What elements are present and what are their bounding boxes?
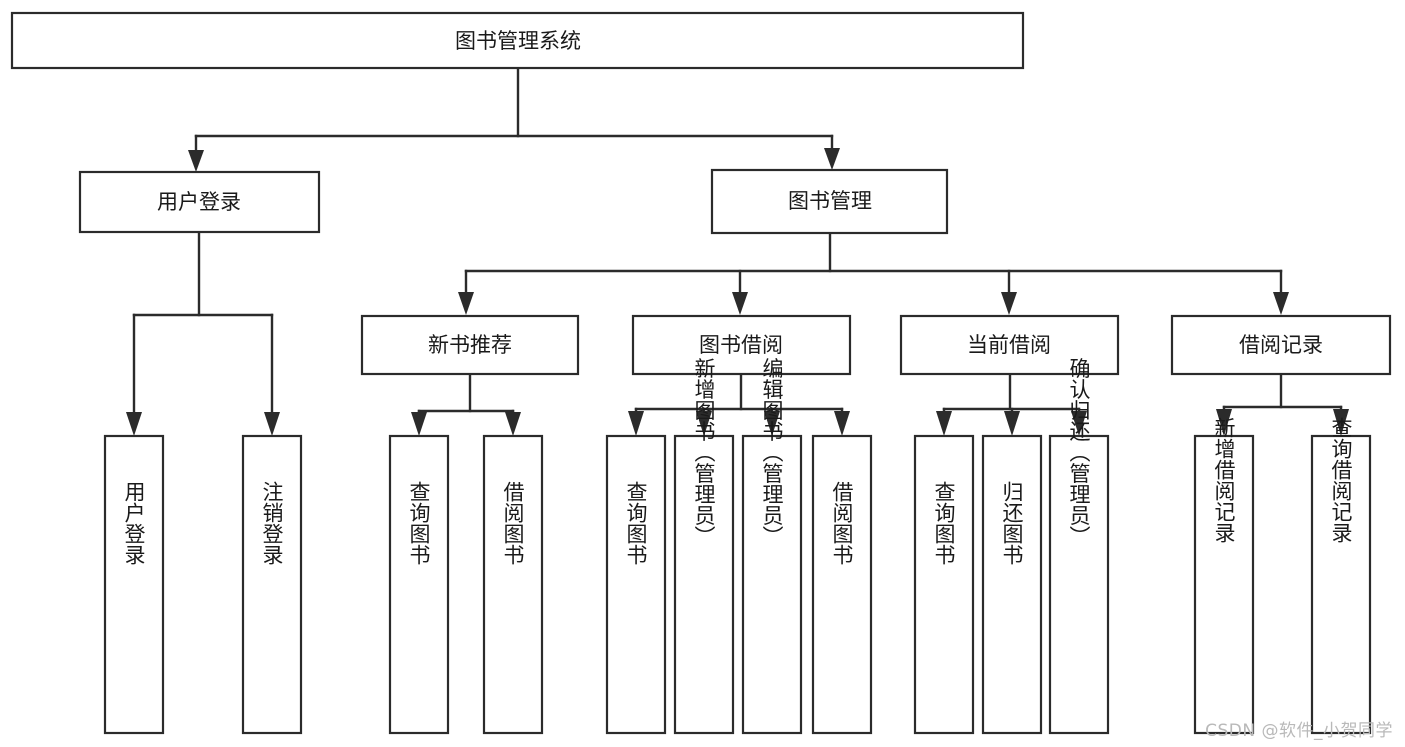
arrow-head-newbooks [458, 292, 474, 315]
node-current-borrow[interactable]: 当前借阅 [899, 314, 1120, 376]
leaf-node-confirm-return-admin-label: 确认归还（管理员） [1067, 358, 1091, 547]
node-new-book-recommend-label: 新书推荐 [428, 333, 512, 357]
leaf-node-query-book-bb-label: 查询图书 [624, 481, 648, 565]
leaf-node-user-login-box[interactable] [103, 434, 165, 735]
leaf-node-add-book-admin-box[interactable] [673, 434, 735, 735]
leaf-node-query-book-bb-box[interactable] [605, 434, 667, 735]
leaf-node-query-book-nb-label: 查询图书 [407, 481, 431, 565]
node-book-management-label: 图书管理 [788, 189, 872, 213]
arrow-head-borrowrecords [1273, 292, 1289, 315]
arrow-head-bb-leaf4 [834, 411, 850, 436]
node-new-book-recommend-box[interactable] [360, 314, 580, 376]
arrow-head-currentborrow [1001, 292, 1017, 315]
leaf-node-borrow-book-bb-label: 借阅图书 [830, 481, 854, 565]
leaf-node-query-borrow-record[interactable]: 查询借阅记录 [1310, 417, 1372, 735]
node-current-borrow-box[interactable] [899, 314, 1120, 376]
arrow-head-br-leaf1 [1216, 409, 1232, 436]
leaf-node-query-book-cb-box[interactable] [913, 434, 975, 735]
node-root-box[interactable] [10, 11, 1025, 70]
leaf-node-user-login-label: 用户登录 [122, 481, 146, 565]
arrow-head-cb-leaf1 [936, 411, 952, 436]
node-user-login-box[interactable] [78, 170, 321, 234]
leaf-node-return-book[interactable]: 归还图书 [981, 434, 1043, 735]
leaf-node-logout[interactable]: 注销登录 [241, 434, 303, 735]
leaf-node-confirm-return-admin[interactable]: 确认归还（管理员） [1048, 358, 1110, 735]
leaf-node-add-borrow-record-box[interactable] [1193, 434, 1255, 735]
leaf-node-logout-label: 注销登录 [260, 481, 284, 565]
leaf-node-logout-box[interactable] [241, 434, 303, 735]
leaf-node-borrow-book-nb-box[interactable] [482, 434, 544, 735]
arrow-head-br-leaf2 [1333, 409, 1349, 436]
leaf-node-confirm-return-admin-box[interactable] [1048, 434, 1110, 735]
arrow-head-logout-leaf [264, 412, 280, 436]
node-borrow-records-box[interactable] [1170, 314, 1392, 376]
leaf-node-borrow-book-bb[interactable]: 借阅图书 [811, 434, 873, 735]
leaf-node-add-borrow-record[interactable]: 新增借阅记录 [1193, 417, 1255, 735]
leaf-node-query-book-nb[interactable]: 查询图书 [388, 434, 450, 735]
leaf-node-query-book-cb[interactable]: 查询图书 [913, 434, 975, 735]
node-root[interactable]: 图书管理系统 [10, 11, 1025, 70]
arrow-head-nb-leaf2 [505, 412, 521, 436]
leaf-node-borrow-book-nb[interactable]: 借阅图书 [482, 434, 544, 735]
leaf-node-query-book-nb-box[interactable] [388, 434, 450, 735]
arrow-head-bookmgmt [824, 148, 840, 170]
leaf-node-add-borrow-record-label: 新增借阅记录 [1212, 417, 1236, 543]
node-book-borrow[interactable]: 图书借阅 [631, 314, 852, 376]
arrow-head-bb-leaf2 [696, 411, 712, 436]
arrow-head-userlogin [188, 150, 204, 172]
leaf-node-add-book-admin-label: 新增图书（管理员） [692, 358, 716, 547]
node-root-label: 图书管理系统 [455, 29, 581, 53]
leaf-node-return-book-label: 归还图书 [1000, 481, 1024, 565]
node-borrow-records-label: 借阅记录 [1239, 333, 1323, 357]
node-user-login[interactable]: 用户登录 [78, 170, 321, 234]
leaf-node-return-book-box[interactable] [981, 434, 1043, 735]
leaf-node-query-borrow-record-label: 查询借阅记录 [1329, 417, 1353, 543]
arrow-head-bookborrow [732, 292, 748, 315]
node-new-book-recommend[interactable]: 新书推荐 [360, 314, 580, 376]
node-current-borrow-label: 当前借阅 [967, 333, 1051, 357]
node-user-login-label: 用户登录 [157, 190, 241, 214]
arrow-head-cb-leaf2 [1004, 411, 1020, 436]
leaf-node-query-book-cb-label: 查询图书 [932, 481, 956, 565]
node-borrow-records[interactable]: 借阅记录 [1170, 314, 1392, 376]
leaf-node-query-book-bb[interactable]: 查询图书 [605, 434, 667, 735]
leaf-node-add-book-admin[interactable]: 新增图书（管理员） [673, 358, 735, 735]
leaf-node-edit-book-admin-label: 编辑图书（管理员） [760, 358, 784, 547]
leaf-node-borrow-book-nb-label: 借阅图书 [501, 481, 525, 565]
node-book-management[interactable]: 图书管理 [710, 168, 949, 235]
leaf-node-edit-book-admin[interactable]: 编辑图书（管理员） [741, 358, 803, 735]
arrow-head-cb-leaf3 [1071, 411, 1087, 436]
arrow-head-bb-leaf3 [764, 411, 780, 436]
node-book-borrow-box[interactable] [631, 314, 852, 376]
node-book-borrow-label: 图书借阅 [699, 333, 783, 357]
arrow-head-nb-leaf1 [411, 412, 427, 436]
arrow-head-bb-leaf1 [628, 411, 644, 436]
node-book-management-box[interactable] [710, 168, 949, 235]
leaf-node-borrow-book-bb-box[interactable] [811, 434, 873, 735]
leaf-node-query-borrow-record-box[interactable] [1310, 434, 1372, 735]
arrow-head-user-login-leaf [126, 412, 142, 436]
connector-group [126, 66, 1349, 436]
leaf-node-edit-book-admin-box[interactable] [741, 434, 803, 735]
leaf-node-user-login[interactable]: 用户登录 [103, 434, 165, 735]
